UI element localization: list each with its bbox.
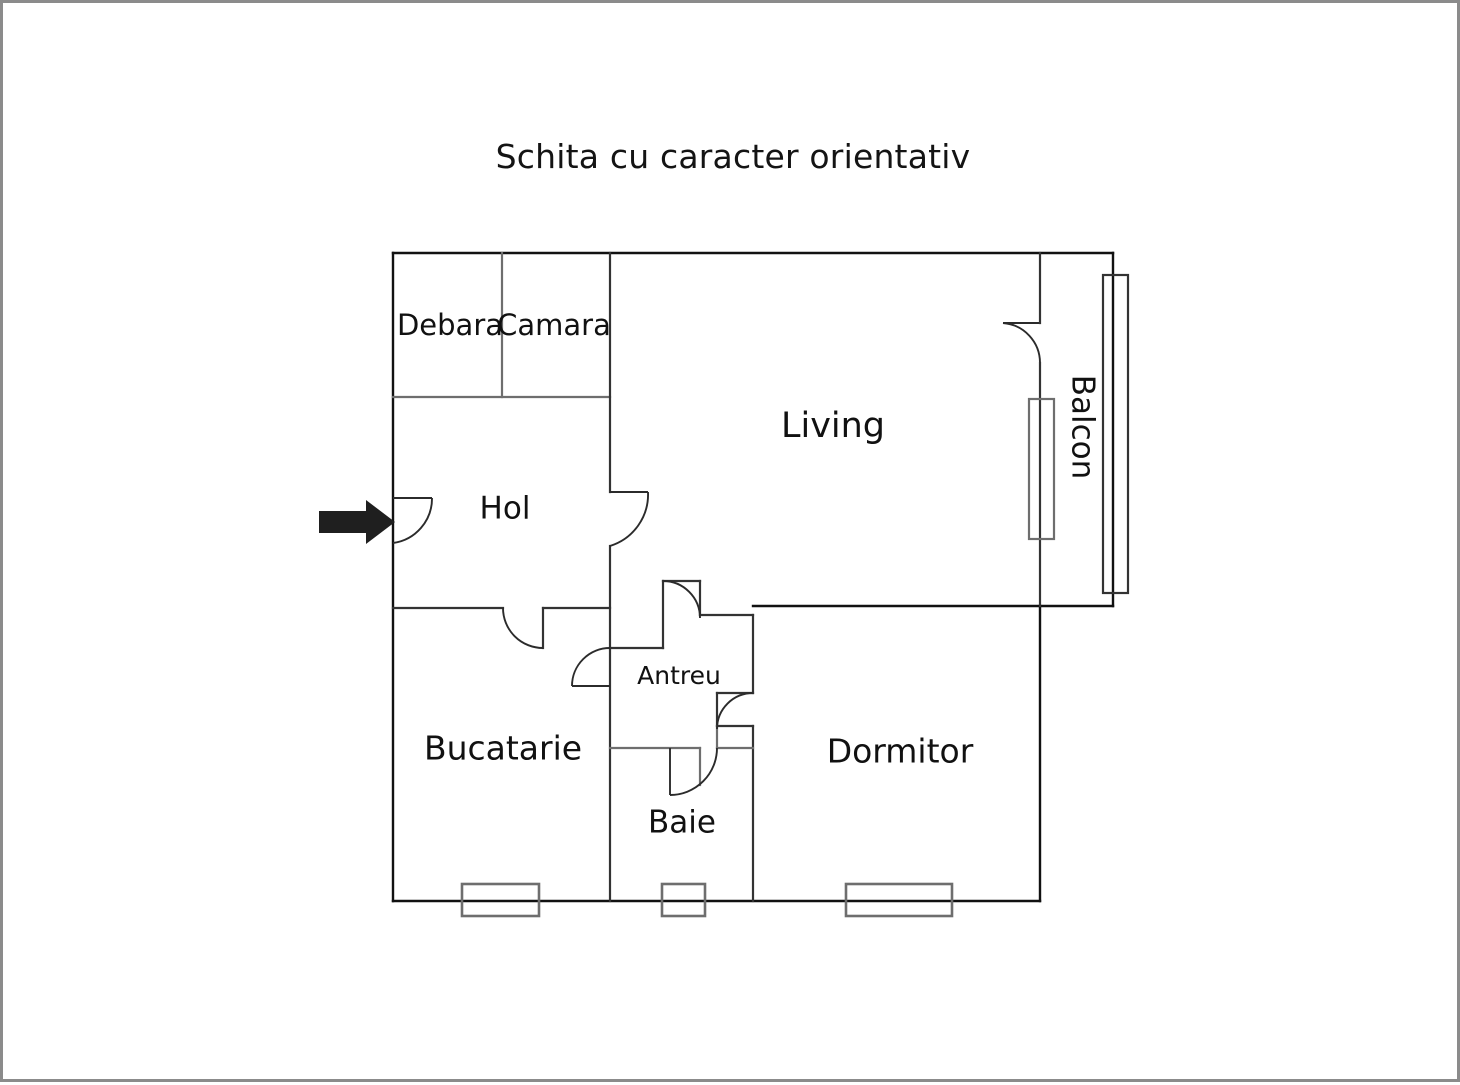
room-label-debara: Debara <box>397 308 503 342</box>
door-antreu-dormitor <box>716 692 754 730</box>
door-balcon-arc <box>1002 322 1041 364</box>
room-label-camara: Camara <box>497 308 611 342</box>
south-windows <box>460 882 954 918</box>
entrance-arrow-glyph <box>319 500 395 544</box>
room-label-antreu: Antreu <box>637 661 721 690</box>
antreu-walls <box>608 579 755 903</box>
door-arcs <box>392 322 1041 796</box>
window-dormitor <box>844 882 954 918</box>
door-hol-living <box>609 491 649 547</box>
door-entry-arc <box>392 497 433 544</box>
door-antreu-baie <box>669 747 718 796</box>
door-antreu-baie-arc <box>669 747 718 796</box>
room-label-baie: Baie <box>648 805 716 841</box>
page-title: Schita cu caracter orientativ <box>495 137 971 176</box>
entrance-arrow <box>319 500 395 544</box>
exterior-walls <box>391 251 1115 903</box>
room-label-living: Living <box>781 406 885 446</box>
door-antreu-dorm-arc <box>716 692 754 730</box>
window-bucatarie <box>460 882 541 918</box>
wall-baie-north <box>608 724 755 787</box>
interior-walls <box>391 251 612 399</box>
balcony-window-inner <box>1027 397 1056 541</box>
balcony-railing-outer <box>1101 273 1130 595</box>
balcony-structure <box>1027 273 1130 595</box>
room-label-balcon: Balcon <box>1065 375 1101 480</box>
room-label-dormitor: Dormitor <box>827 732 974 771</box>
door-hol-buc-arc <box>502 607 544 649</box>
floor-plan-drawing: Debara Camara Living Balcon Hol Antreu B… <box>319 251 1130 918</box>
door-hol-bucatarie <box>502 607 544 649</box>
door-hol-antreu <box>662 580 701 619</box>
wall-hol-south <box>391 606 612 650</box>
window-baie <box>660 882 707 918</box>
door-antreu-buc-arc <box>571 647 611 687</box>
door-entry-hol <box>392 497 433 544</box>
room-label-hol: Hol <box>480 491 531 527</box>
door-antreu-bucatarie <box>571 647 611 687</box>
door-hol-living-arc <box>609 491 649 547</box>
door-hol-antreu-arc <box>662 580 701 619</box>
room-label-bucatarie: Bucatarie <box>424 729 582 768</box>
door-living-balcon <box>1002 322 1041 364</box>
